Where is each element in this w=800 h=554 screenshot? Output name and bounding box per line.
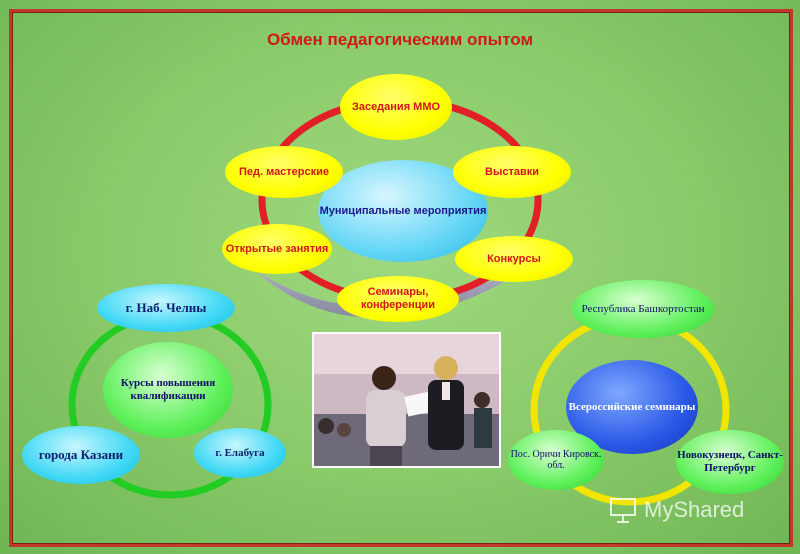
left-node-nab-chelny: г. Наб. Челны [97,284,235,332]
left-node-elabuga: г. Елабуга [194,428,286,478]
top-node-zasedaniya: Заседания ММО [340,74,452,140]
top-node-label: Конкурсы [487,252,541,265]
right-node-novokuznetsk: Новокузнецк, Санкт-Петербург [676,430,784,494]
award-photo-image [314,334,499,466]
top-node-ped-masterskie: Пед. мастерские [225,146,343,198]
right-node-label: Республика Башкортостан [581,302,705,315]
top-node-vystavki: Выставки [453,146,571,198]
left-node-label: г. Елабуга [215,446,265,459]
right-cycle-center: Всероссийские семинары [566,360,698,454]
watermark-text: MyShared [644,497,745,522]
left-node-kazan: города Казани [22,426,140,484]
award-photo [312,332,501,468]
top-cycle-swoosh [252,268,520,318]
left-node-label: города Казани [38,446,124,462]
top-node-label: Открытые занятия [225,242,329,255]
top-node-label: Выставки [485,165,539,178]
top-node-label: Семинары, конференции [360,286,436,311]
left-node-label: г. Наб. Челны [125,299,207,315]
top-node-label: Пед. мастерские [238,165,330,178]
right-node-label: Пос. Оричи Кировск. обл. [510,448,602,472]
slide-frame [9,9,793,547]
right-node-orichi: Пос. Оричи Кировск. обл. [508,430,604,490]
top-node-otkrytye: Открытые занятия [222,224,332,274]
left-cycle-center: Курсы повышения квалификации [103,342,233,438]
left-cycle-center-label: Курсы повышения квалификации [120,377,216,402]
projector-screen-icon [610,498,636,523]
right-node-bashkortostan: Республика Башкортостан [572,280,714,338]
slide-title: Обмен педагогическим опытом [266,30,534,49]
top-node-seminary: Семинары, конференции [337,276,459,322]
right-node-label: Новокузнецк, Санкт-Петербург [677,449,783,474]
top-node-konkursy: Конкурсы [455,236,573,282]
top-cycle-center-label: Муниципальные мероприятия [319,204,487,217]
top-node-label: Заседания ММО [351,100,441,113]
watermark: MyShared [608,490,778,530]
right-cycle-center-label: Всероссийские семинары [568,400,696,413]
